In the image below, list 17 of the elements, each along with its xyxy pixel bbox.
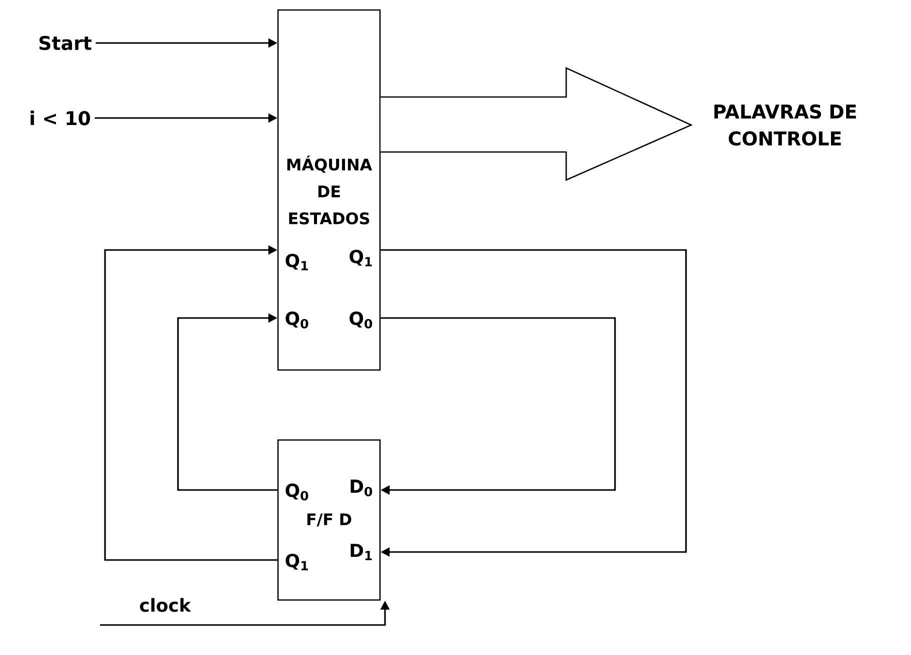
arrow (177, 313, 278, 491)
pin-label: Q$_{1}$ (350, 250, 372, 266)
pin-label: Q$_{0}$ (286, 484, 308, 500)
signal-label: i < 10 (30, 110, 90, 126)
pin-label: Q$_{1}$ (286, 554, 308, 570)
signal-label: Start (39, 36, 92, 50)
block-arrow (380, 66, 693, 181)
signal-label: PALAVRAS DE CONTROLE (714, 104, 856, 146)
pin-label: Q$_{0}$ (286, 312, 308, 328)
arrow (380, 249, 687, 557)
pin-label: Q$_{0}$ (350, 312, 372, 328)
pin-label: D$_{1}$ (350, 544, 372, 560)
arrow (380, 317, 616, 495)
arrow (104, 245, 278, 561)
pin-label: Q$_{1}$ (286, 254, 308, 270)
pin-label: D$_{0}$ (350, 480, 372, 496)
edge-label: clock (138, 597, 192, 613)
